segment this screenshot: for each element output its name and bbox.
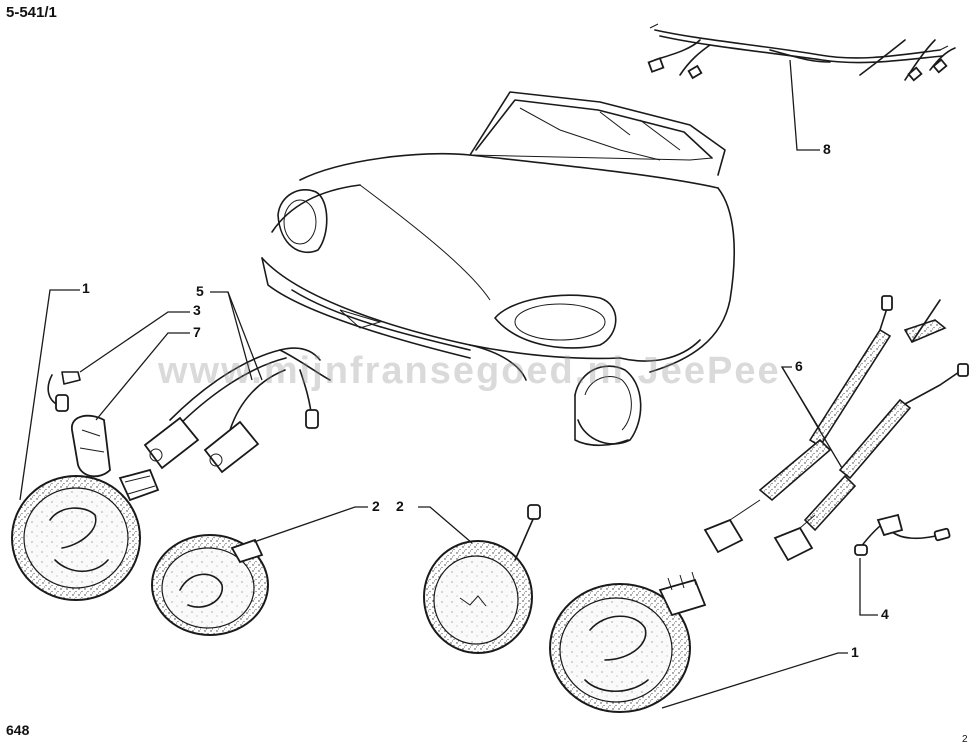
callout-8: 8 bbox=[823, 141, 831, 157]
callout-4: 4 bbox=[881, 606, 889, 622]
car-outline bbox=[261, 91, 736, 447]
page-number: 648 bbox=[6, 722, 30, 738]
headlamp-cables-6 bbox=[703, 295, 969, 562]
fog-lamp-2-left bbox=[151, 534, 269, 636]
headlamp-1-left bbox=[11, 468, 160, 601]
sidelight-bulb-3 bbox=[47, 371, 81, 412]
plate-reference: 5-541/1 bbox=[6, 4, 57, 21]
bulb-holder-7 bbox=[71, 414, 111, 478]
callout-2-left: 2 bbox=[372, 498, 380, 514]
connector-harness-5 bbox=[143, 347, 331, 474]
callout-leaders bbox=[19, 59, 878, 709]
fog-lamp-2-right bbox=[423, 504, 541, 654]
headlamp-1-right bbox=[549, 571, 707, 713]
watermark: www.mijnfransegoed.nl JeePee bbox=[158, 350, 781, 392]
callout-5: 5 bbox=[196, 283, 204, 299]
callout-1-right: 1 bbox=[851, 644, 859, 660]
bulb-lead-4 bbox=[854, 513, 951, 556]
callout-3: 3 bbox=[193, 302, 201, 318]
callout-1-left: 1 bbox=[82, 280, 90, 296]
callout-6: 6 bbox=[795, 358, 803, 374]
callout-2-right: 2 bbox=[396, 498, 404, 514]
sheet-number: 2 bbox=[962, 734, 968, 745]
wiring-harness-8 bbox=[647, 23, 956, 82]
callout-7: 7 bbox=[193, 324, 201, 340]
